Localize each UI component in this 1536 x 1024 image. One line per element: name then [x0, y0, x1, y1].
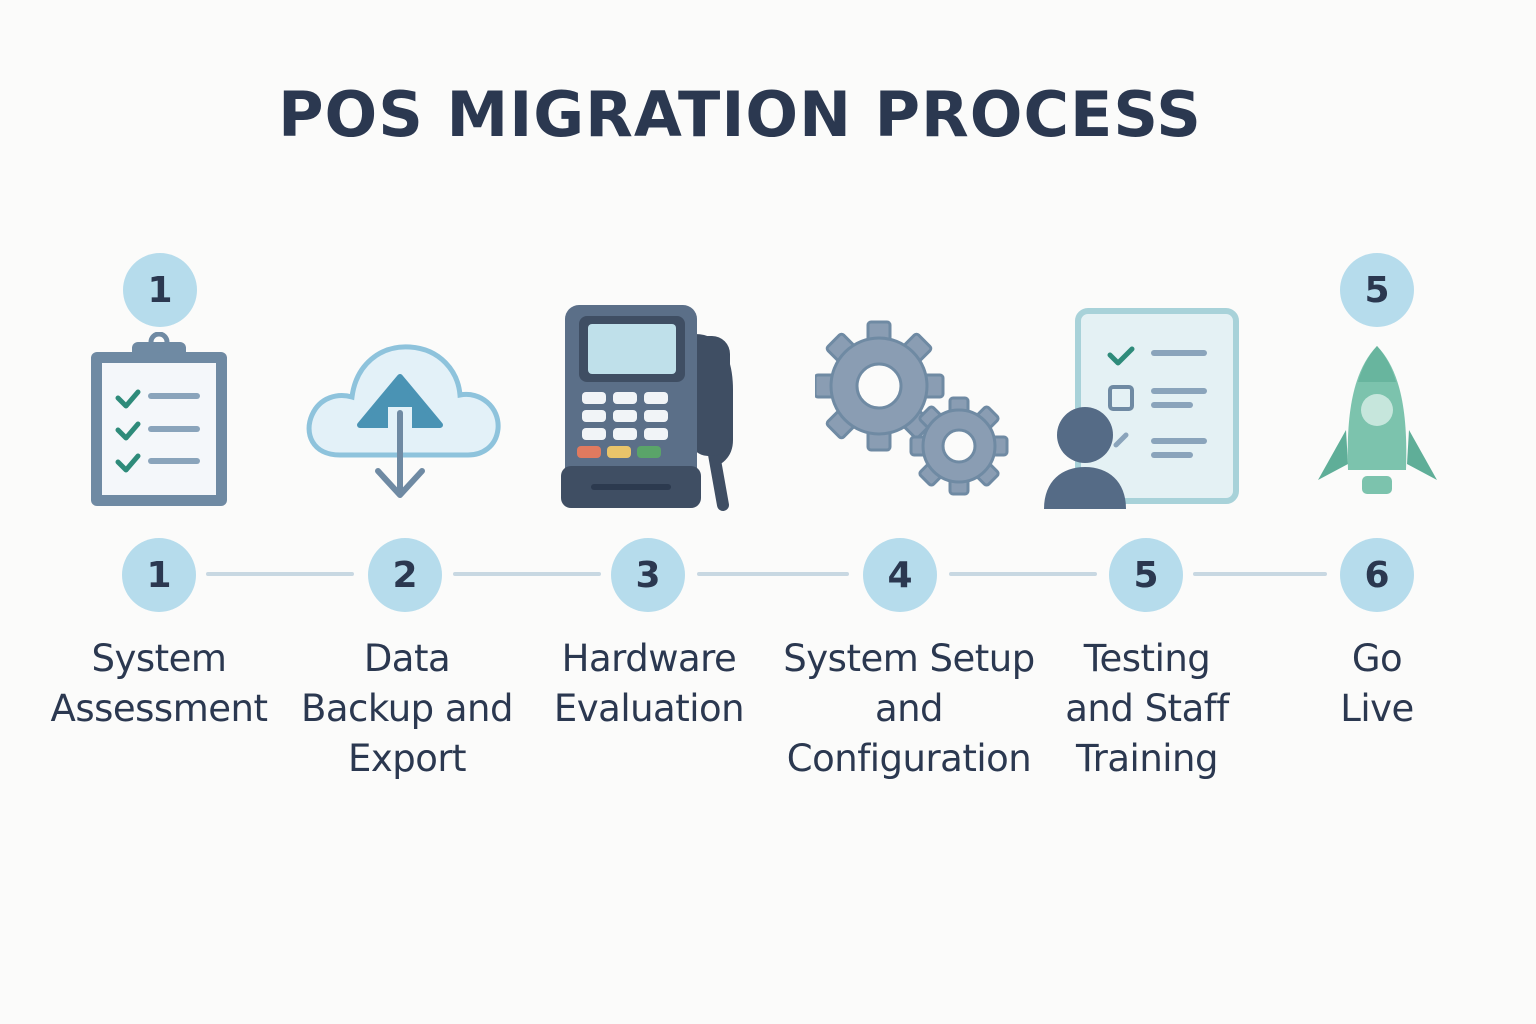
- step-badge-3: 3: [611, 538, 685, 612]
- step-badge-4: 4: [863, 538, 937, 612]
- step-label-1: System Assessment: [50, 637, 268, 730]
- step-label-3: Hardware Evaluation: [553, 637, 745, 730]
- step-label-2: Data Backup and Export: [301, 637, 514, 780]
- step-badge-5: 5: [1109, 538, 1183, 612]
- step-label-6: Go Live: [1340, 637, 1414, 730]
- top-badge-step-6: 5: [1340, 253, 1414, 327]
- timeline-connector: [1193, 572, 1327, 576]
- timeline-connector: [697, 572, 849, 576]
- step-badge-1: 1: [122, 538, 196, 612]
- timeline-connector: [206, 572, 354, 576]
- timeline-connector: [453, 572, 601, 576]
- step-badge-2: 2: [368, 538, 442, 612]
- rocket-icon: [1318, 346, 1437, 494]
- payment-terminal-icon: [561, 305, 733, 511]
- top-badge-step-1: 1: [123, 253, 197, 327]
- gears-icon: [815, 320, 1009, 496]
- page-title: POS MIGRATION PROCESS: [278, 78, 1202, 151]
- step-badge-6: 6: [1340, 538, 1414, 612]
- checklist-person-icon: [1044, 308, 1239, 509]
- step-label-5: Testing and Staff Training: [1065, 637, 1229, 780]
- cloud-upload-icon: [306, 344, 501, 498]
- step-label-4: System Setup and Configuration: [783, 637, 1035, 780]
- clipboard-checklist-icon: [91, 332, 227, 506]
- timeline-connector: [949, 572, 1097, 576]
